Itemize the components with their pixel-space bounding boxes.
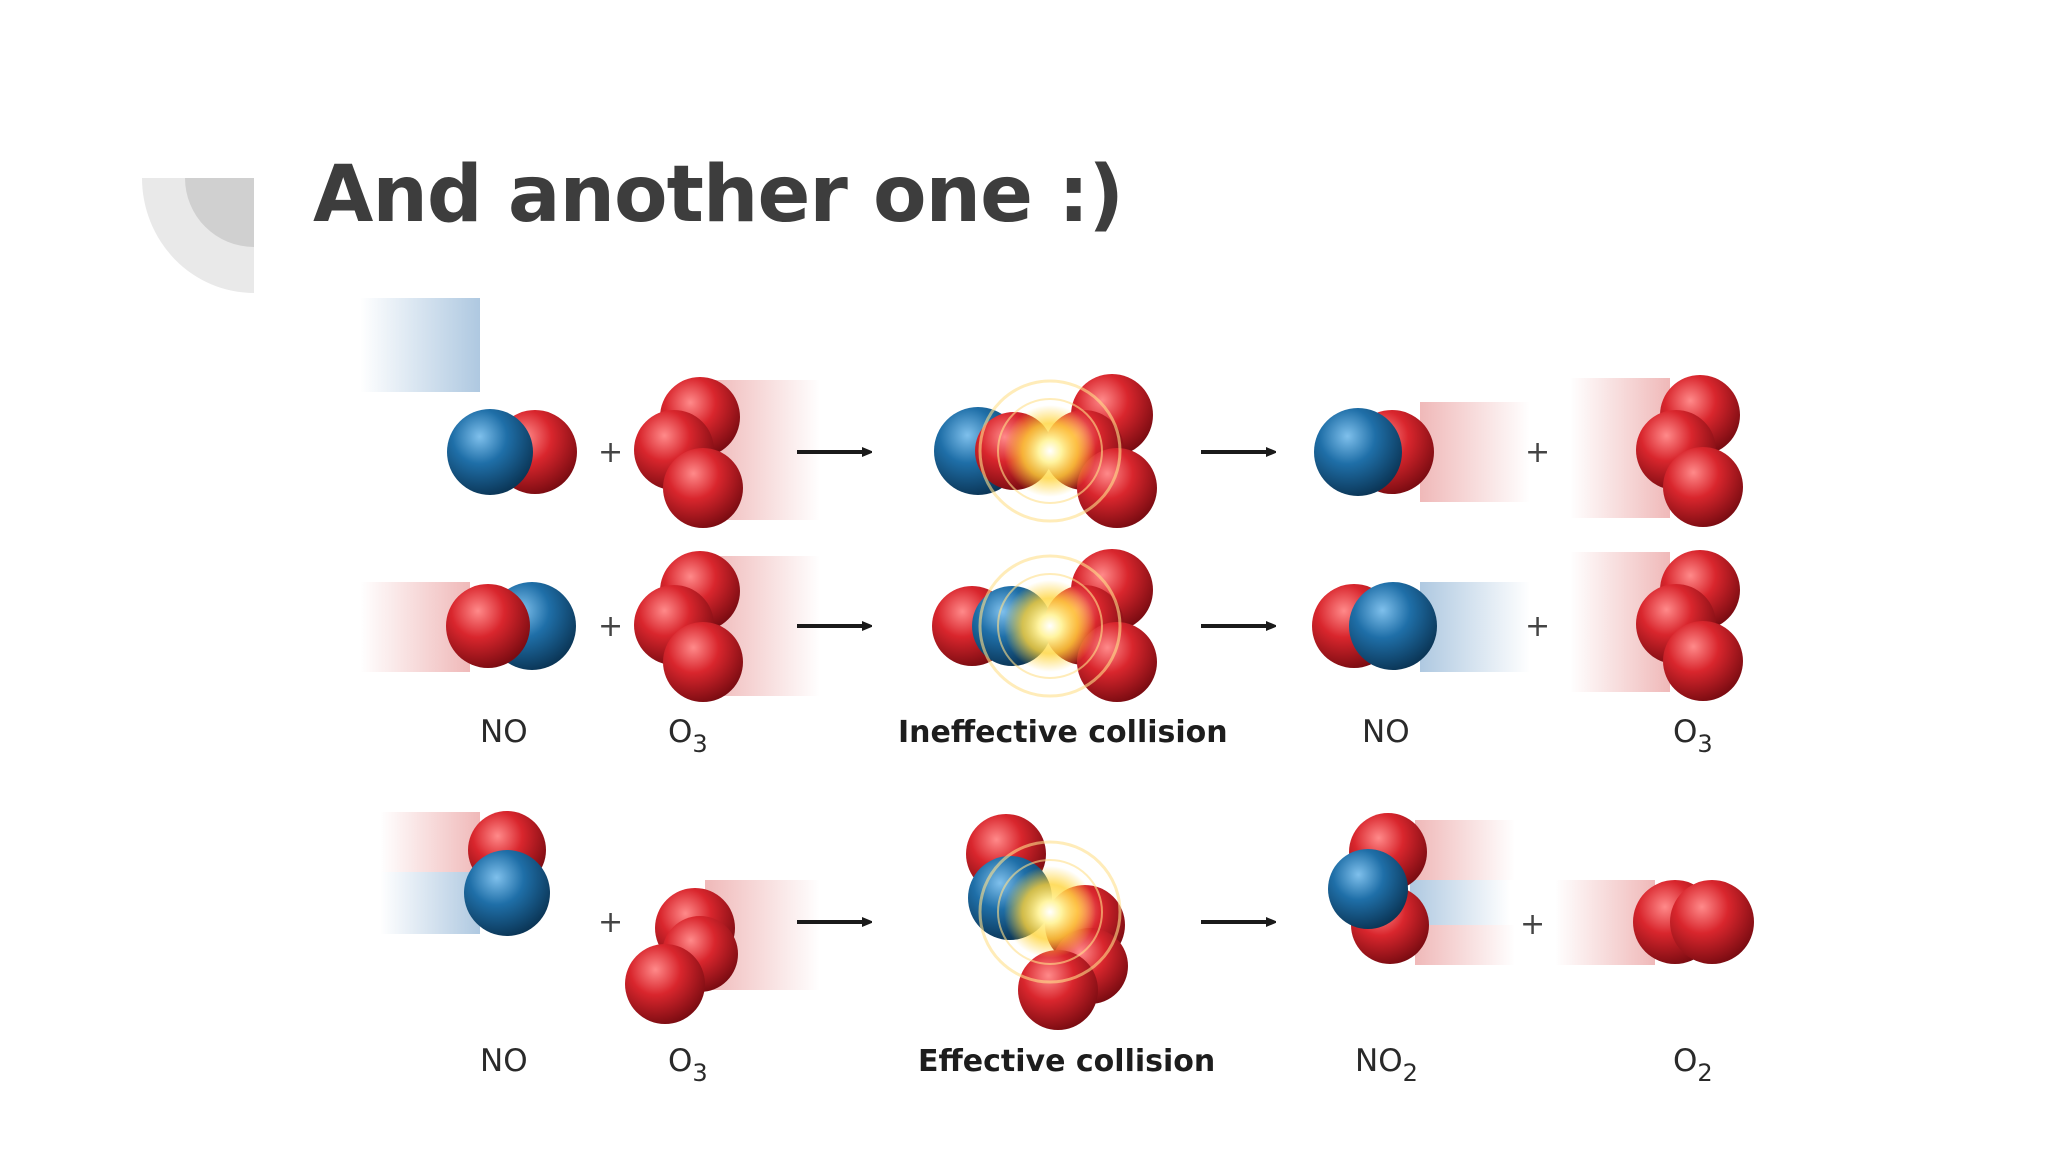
no-molecule bbox=[446, 582, 576, 670]
product-label: O2 bbox=[1673, 1043, 1713, 1087]
o3-molecule bbox=[634, 551, 743, 702]
effective-labels: NO O3 Effective collision NO2 O2 bbox=[480, 1043, 1713, 1087]
no-molecule bbox=[464, 811, 550, 936]
motion-trail bbox=[1415, 925, 1515, 965]
collision-label: Ineffective collision bbox=[898, 715, 1228, 750]
o3-molecule bbox=[1636, 375, 1743, 527]
reactant-label: NO bbox=[480, 1043, 528, 1079]
no-molecule bbox=[1312, 582, 1437, 670]
collision-label: Effective collision bbox=[918, 1044, 1215, 1079]
plus-icon: + bbox=[598, 435, 623, 470]
plus-icon: + bbox=[1525, 609, 1550, 644]
reactant-label: O3 bbox=[668, 714, 708, 758]
motion-trail bbox=[380, 872, 480, 934]
motion-trail bbox=[380, 812, 480, 872]
ineffective-row-1: + + bbox=[360, 298, 1743, 528]
plus-icon: + bbox=[598, 609, 623, 644]
o2-molecule bbox=[1633, 880, 1754, 964]
motion-trail bbox=[1420, 582, 1530, 672]
corner-decoration bbox=[142, 178, 254, 293]
product-label: NO2 bbox=[1355, 1043, 1418, 1087]
no-molecule bbox=[447, 409, 577, 495]
no-molecule bbox=[1314, 408, 1434, 496]
collision-complex bbox=[934, 374, 1157, 528]
no2-molecule bbox=[1328, 813, 1429, 964]
ineffective-row-2: + + bbox=[360, 549, 1743, 702]
collision-flash-icon bbox=[978, 379, 1122, 523]
effective-row: + + bbox=[380, 811, 1754, 1030]
reactant-label: NO bbox=[480, 714, 528, 750]
collision-complex bbox=[966, 814, 1128, 1030]
collision-complex bbox=[932, 549, 1157, 702]
o3-molecule bbox=[625, 888, 738, 1024]
collision-flash-icon bbox=[978, 840, 1122, 984]
o3-molecule bbox=[1636, 550, 1743, 701]
product-label: O3 bbox=[1673, 714, 1713, 758]
motion-trail bbox=[1420, 402, 1530, 502]
motion-trail bbox=[360, 298, 480, 392]
product-label: NO bbox=[1362, 714, 1410, 750]
plus-icon: + bbox=[1520, 907, 1545, 942]
reactant-label: O3 bbox=[668, 1043, 708, 1087]
slide-title: And another one :) bbox=[313, 150, 1124, 240]
motion-trail bbox=[1415, 820, 1515, 880]
collision-flash-icon bbox=[978, 554, 1122, 698]
ineffective-labels: NO O3 Ineffective collision NO O3 bbox=[480, 714, 1713, 758]
o3-molecule bbox=[634, 377, 743, 528]
plus-icon: + bbox=[1525, 435, 1550, 470]
plus-icon: + bbox=[598, 905, 623, 940]
